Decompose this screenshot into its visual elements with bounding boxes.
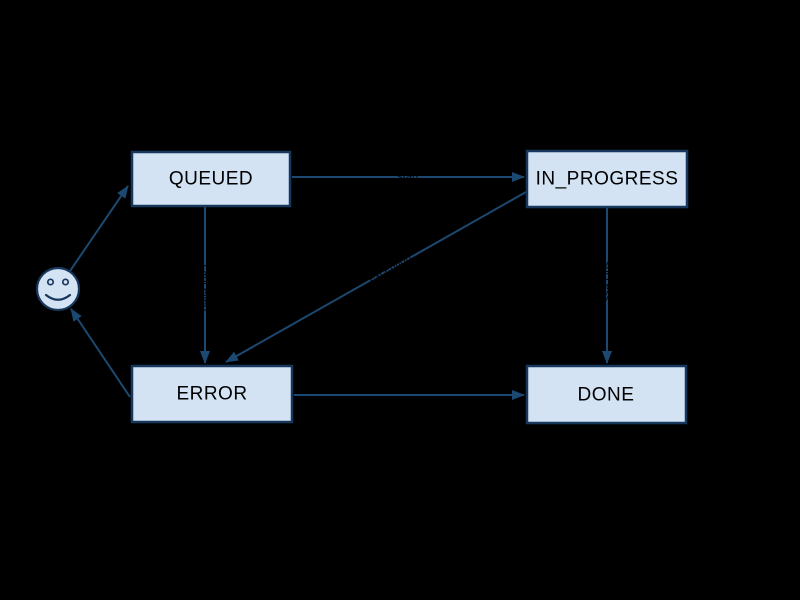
node-queued-box [130, 150, 292, 208]
node-inprogress-box [525, 149, 689, 209]
node-queued: QUEUED [130, 150, 292, 208]
node-done: DONE [525, 364, 688, 425]
node-inprogress: IN_PROGRESS [525, 149, 689, 209]
node-error: ERROR [130, 364, 294, 424]
node-start [35, 266, 81, 312]
smiley-right-eye [61, 278, 70, 286]
edge-start-to-queued [69, 185, 129, 272]
node-queued-label: QUEUED [169, 169, 253, 190]
node-done-label: DONE [578, 385, 635, 406]
edge-label-queued-to-inprogress: start [397, 171, 418, 183]
node-inprogress-label: IN_PROGRESS [536, 169, 679, 190]
edge-layer [69, 172, 612, 400]
node-layer: QUEUED IN_PROGRESS ERROR DONE [35, 149, 689, 425]
smiley-mouth [44, 293, 72, 301]
node-done-box [525, 364, 688, 425]
smiley-left-eye [46, 278, 55, 286]
node-error-box [130, 364, 294, 424]
edge-error-to-start [70, 308, 131, 398]
edge-label-queued-to-error: cancelled [199, 265, 211, 311]
edge-label-inprogress-to-done: success [601, 261, 613, 301]
smiley-face-icon [35, 266, 81, 312]
node-error-label: ERROR [176, 384, 247, 405]
edge-inprogress-to-error [225, 191, 527, 363]
